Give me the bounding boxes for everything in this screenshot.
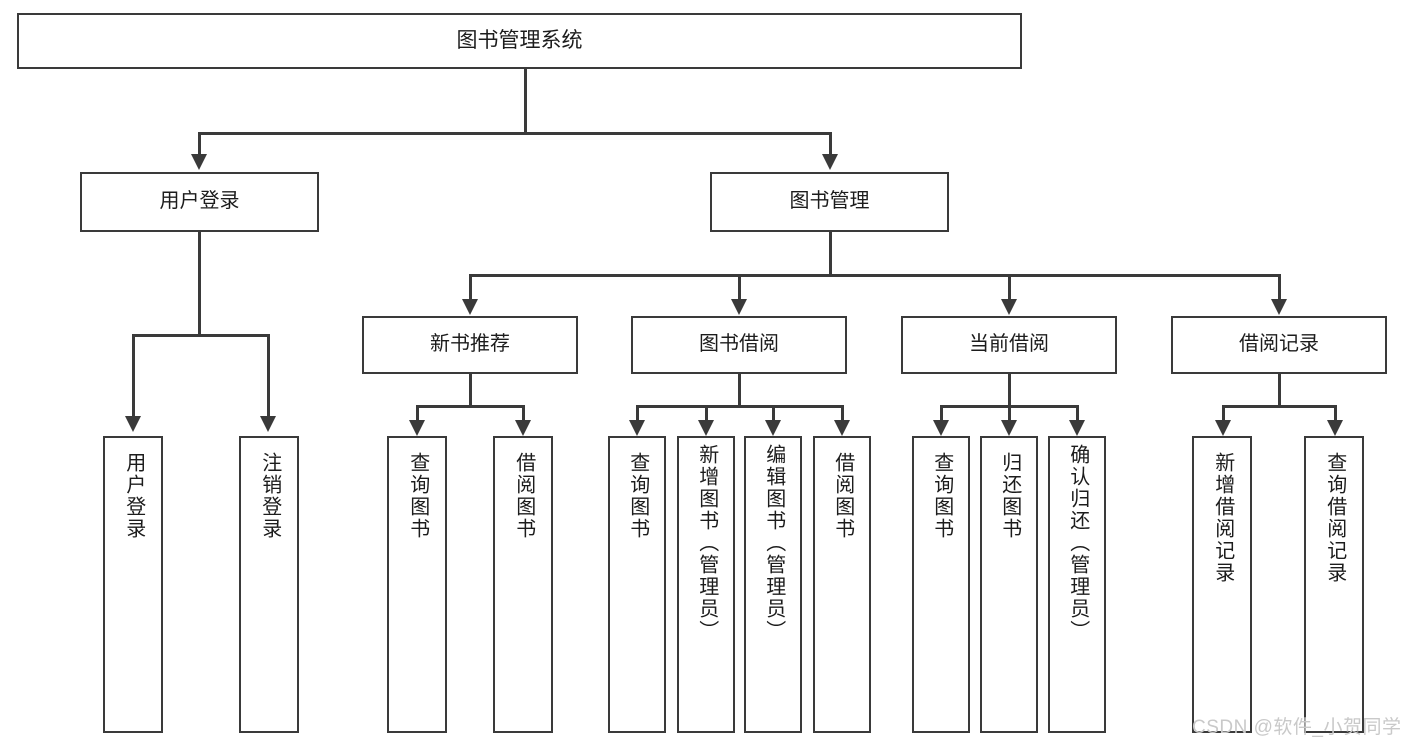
leaf-edit-book[interactable]: 编辑图书（管理员） bbox=[744, 436, 802, 733]
edge-book-borrow-to-leaf-3 bbox=[772, 405, 775, 423]
node-label: 图书管理 bbox=[789, 190, 870, 213]
arrowhead-book-borrow-to-leaf-1 bbox=[629, 420, 645, 436]
edge-book-manage-to-book-borrow bbox=[738, 274, 741, 302]
node-label: 当前借阅 bbox=[969, 333, 1049, 356]
leaf-query-book-2[interactable]: 查询图书 bbox=[608, 436, 666, 733]
arrowhead-book-borrow-to-leaf-2 bbox=[698, 420, 714, 436]
leaf-return-book[interactable]: 归还图书 bbox=[980, 436, 1038, 733]
node-current-borrow[interactable]: 当前借阅 bbox=[901, 316, 1117, 374]
node-label: 借阅图书 bbox=[512, 452, 535, 540]
edge-current-borrow-stem bbox=[1008, 374, 1011, 408]
edge-new-book-rec-to-leaf-2 bbox=[522, 405, 525, 423]
arrowhead-book-borrow-to-leaf-3 bbox=[765, 420, 781, 436]
node-label: 用户登录 bbox=[122, 452, 145, 540]
arrowhead-root-to-book-manage bbox=[822, 154, 838, 170]
edge-user-login-split-bar bbox=[133, 334, 269, 337]
node-root-system[interactable]: 图书管理系统 bbox=[17, 13, 1022, 69]
edge-current-borrow-to-leaf-2 bbox=[1008, 405, 1011, 423]
edge-user-login-stem bbox=[198, 232, 201, 337]
arrowhead-book-borrow-to-leaf-4 bbox=[834, 420, 850, 436]
arrowhead-root-to-user-login bbox=[191, 154, 207, 170]
edge-new-book-rec-split-bar bbox=[417, 405, 525, 408]
node-user-login[interactable]: 用户登录 bbox=[80, 172, 319, 232]
edge-current-borrow-to-leaf-1 bbox=[940, 405, 943, 423]
arrowhead-book-manage-to-new-book-rec bbox=[462, 299, 478, 315]
node-label: 借阅记录 bbox=[1239, 333, 1319, 356]
node-new-book-rec[interactable]: 新书推荐 bbox=[362, 316, 578, 374]
node-label: 查询图书 bbox=[406, 452, 429, 540]
node-label: 确认归还（管理员） bbox=[1066, 444, 1089, 642]
node-book-manage[interactable]: 图书管理 bbox=[710, 172, 949, 232]
leaf-query-book-3[interactable]: 查询图书 bbox=[912, 436, 970, 733]
edge-new-book-rec-to-leaf-1 bbox=[416, 405, 419, 423]
edge-root-stem bbox=[524, 69, 527, 134]
edge-book-manage-to-current-borrow bbox=[1008, 274, 1011, 302]
node-label: 图书管理系统 bbox=[456, 28, 583, 52]
leaf-user-login[interactable]: 用户登录 bbox=[103, 436, 163, 733]
arrowhead-current-borrow-to-leaf-1 bbox=[933, 420, 949, 436]
edge-root-split-bar bbox=[198, 132, 832, 135]
edge-borrow-record-stem bbox=[1278, 374, 1281, 408]
edge-book-borrow-to-leaf-2 bbox=[705, 405, 708, 423]
edge-book-borrow-stem bbox=[738, 374, 741, 408]
leaf-borrow-book-2[interactable]: 借阅图书 bbox=[813, 436, 871, 733]
arrowhead-current-borrow-to-leaf-2 bbox=[1001, 420, 1017, 436]
node-label: 新增借阅记录 bbox=[1211, 452, 1234, 584]
edge-book-manage-to-borrow-record bbox=[1278, 274, 1281, 302]
arrowhead-book-manage-to-current-borrow bbox=[1001, 299, 1017, 315]
node-label: 归还图书 bbox=[998, 452, 1021, 540]
edge-book-manage-split-bar bbox=[470, 274, 1281, 277]
edge-book-borrow-to-leaf-1 bbox=[636, 405, 639, 423]
node-borrow-record[interactable]: 借阅记录 bbox=[1171, 316, 1387, 374]
arrowhead-user-login-to-leaf-1 bbox=[125, 416, 141, 432]
leaf-query-book-1[interactable]: 查询图书 bbox=[387, 436, 447, 733]
edge-book-borrow-split-bar bbox=[637, 405, 844, 408]
leaf-logout[interactable]: 注销登录 bbox=[239, 436, 299, 733]
arrowhead-new-book-rec-to-leaf-2 bbox=[515, 420, 531, 436]
arrowhead-book-manage-to-book-borrow bbox=[731, 299, 747, 315]
leaf-borrow-book-1[interactable]: 借阅图书 bbox=[493, 436, 553, 733]
leaf-query-record[interactable]: 查询借阅记录 bbox=[1304, 436, 1364, 733]
node-label: 新增图书（管理员） bbox=[695, 444, 718, 642]
edge-book-manage-stem bbox=[829, 232, 832, 277]
edge-user-login-to-leaf-1 bbox=[132, 334, 135, 419]
arrowhead-borrow-record-to-leaf-2 bbox=[1327, 420, 1343, 436]
arrowhead-borrow-record-to-leaf-1 bbox=[1215, 420, 1231, 436]
node-label: 借阅图书 bbox=[831, 452, 854, 540]
edge-borrow-record-to-leaf-1 bbox=[1222, 405, 1225, 423]
edge-user-login-to-leaf-2 bbox=[267, 334, 270, 419]
edge-borrow-record-split-bar bbox=[1223, 405, 1337, 408]
node-book-borrow[interactable]: 图书借阅 bbox=[631, 316, 847, 374]
arrowhead-book-manage-to-borrow-record bbox=[1271, 299, 1287, 315]
node-label: 新书推荐 bbox=[430, 333, 510, 356]
node-label: 查询借阅记录 bbox=[1323, 452, 1346, 584]
node-label: 查询图书 bbox=[626, 452, 649, 540]
arrowhead-user-login-to-leaf-2 bbox=[260, 416, 276, 432]
edge-new-book-rec-stem bbox=[469, 374, 472, 408]
node-label: 注销登录 bbox=[258, 452, 281, 540]
leaf-add-book[interactable]: 新增图书（管理员） bbox=[677, 436, 735, 733]
edge-book-manage-to-new-book-rec bbox=[469, 274, 472, 302]
edge-current-borrow-to-leaf-3 bbox=[1076, 405, 1079, 423]
leaf-confirm-return[interactable]: 确认归还（管理员） bbox=[1048, 436, 1106, 733]
node-label: 用户登录 bbox=[159, 190, 240, 213]
edge-root-to-book-manage bbox=[829, 132, 832, 158]
node-label: 图书借阅 bbox=[699, 333, 779, 356]
node-label: 查询图书 bbox=[930, 452, 953, 540]
edge-book-borrow-to-leaf-4 bbox=[841, 405, 844, 423]
leaf-add-record[interactable]: 新增借阅记录 bbox=[1192, 436, 1252, 733]
edge-borrow-record-to-leaf-2 bbox=[1334, 405, 1337, 423]
node-label: 编辑图书（管理员） bbox=[762, 444, 785, 642]
edge-root-to-user-login bbox=[198, 132, 201, 158]
arrowhead-new-book-rec-to-leaf-1 bbox=[409, 420, 425, 436]
arrowhead-current-borrow-to-leaf-3 bbox=[1069, 420, 1085, 436]
